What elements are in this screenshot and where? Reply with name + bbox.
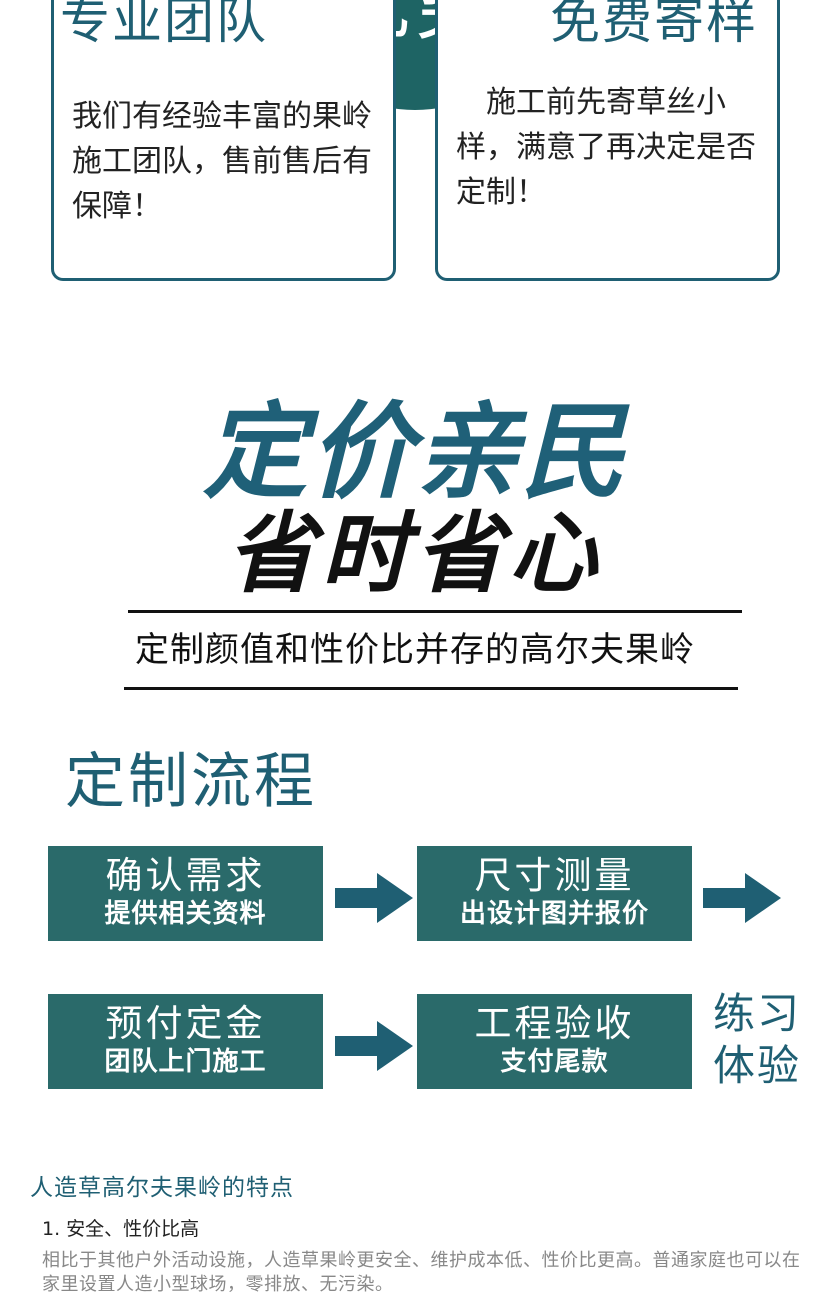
features-title: 人造草高尔夫果岭的特点 xyxy=(30,1175,294,1201)
headline-primary: 定价亲民 xyxy=(202,391,627,513)
process-step-confirm: 确认需求 提供相关资料 xyxy=(48,846,323,941)
advantage-card-title: 免费寄样 xyxy=(550,0,758,50)
process-step-measure: 尺寸测量 出设计图并报价 xyxy=(417,846,692,941)
process-step-title: 确认需求 xyxy=(105,854,266,897)
advantage-card-team: 专业团队 我们有经验丰富的果岭施工团队，售前售后有保障！ xyxy=(51,0,396,281)
divider-top xyxy=(128,610,742,613)
process-final-step: 练习体验 xyxy=(713,989,802,1090)
process-step-subtitle: 提供相关资料 xyxy=(104,899,267,929)
process-step-subtitle: 支付尾款 xyxy=(500,1047,609,1077)
feature-item-description: 相比于其他户外活动设施，人造草果岭更安全、维护成本低、性价比更高。普通家庭也可以… xyxy=(42,1250,801,1295)
arrow-right-icon xyxy=(703,873,781,923)
process-step-acceptance: 工程验收 支付尾款 xyxy=(417,994,692,1089)
process-step-subtitle: 出设计图并报价 xyxy=(459,899,649,929)
process-title: 定制流程 xyxy=(65,747,317,817)
process-step-title: 尺寸测量 xyxy=(474,854,635,897)
process-step-subtitle: 团队上门施工 xyxy=(104,1047,267,1077)
arrow-right-icon xyxy=(335,1021,413,1071)
feature-item-heading: 1. 安全、性价比高 xyxy=(42,1218,200,1240)
advantage-card-body: 我们有经验丰富的果岭施工团队，售前售后有保障！ xyxy=(72,99,372,224)
headline-secondary: 省时省心 xyxy=(226,502,603,605)
advantage-card-body: 施工前先寄草丝小样，满意了再决定是否定制！ xyxy=(456,85,756,210)
arrow-right-icon xyxy=(335,873,413,923)
process-step-title: 预付定金 xyxy=(105,1002,266,1045)
divider-bottom xyxy=(124,687,738,690)
process-step-deposit: 预付定金 团队上门施工 xyxy=(48,994,323,1089)
advantage-card-free-sample: 免费寄样 施工前先寄草丝小样，满意了再决定是否定制！ xyxy=(435,0,780,281)
process-step-title: 工程验收 xyxy=(474,1002,635,1045)
tagline: 定制颜值和性价比并存的高尔夫果岭 xyxy=(135,630,695,670)
advantage-card-title: 专业团队 xyxy=(60,0,268,50)
